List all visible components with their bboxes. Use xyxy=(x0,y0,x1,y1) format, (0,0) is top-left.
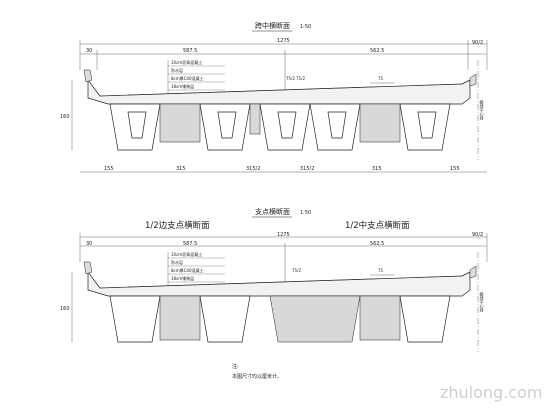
mid-bot-dim-3: 315/2 xyxy=(246,166,260,172)
mid-bot-dim-2: 315 xyxy=(176,166,186,172)
mid-layer-4: 18cm铺装层 xyxy=(171,83,194,89)
sup-layer-3: 8cm厚C40混凝土 xyxy=(171,267,204,273)
half-mid-support-title: 1/2中支点横断面 xyxy=(345,220,410,231)
mid-layer-notes: 10cm沥青混凝土 防水层 8cm厚C40混凝土 18cm铺装层 xyxy=(167,59,225,97)
sup-height-dim: 160 xyxy=(60,306,70,312)
mid-height-dim: 160 xyxy=(60,114,70,120)
half-edge-support-title: 1/2边支点横断面 xyxy=(145,220,210,231)
notes-label: 注: xyxy=(232,363,239,370)
mid-layer-2: 防水层 xyxy=(171,67,183,73)
mid-dim-left-edge: 30 xyxy=(86,48,92,54)
mid-inner-dim-2: 75/2 xyxy=(296,76,305,81)
mid-inner-dim-3: 75 xyxy=(378,76,384,81)
mid-span-section: 跨中横断面 1:50 1275 30 587.5 562.5 90/2 10cm… xyxy=(60,21,488,173)
mid-dim-right-edge: 90/2 xyxy=(472,40,483,46)
mid-bot-dim-4: 315/2 xyxy=(300,166,314,172)
mid-bot-dim-6: 155 xyxy=(450,166,460,172)
sup-centerline-label: 路线中心线 xyxy=(480,291,485,312)
sup-dim-total: 1275 xyxy=(277,232,290,238)
mid-dim-total: 1275 xyxy=(277,38,290,44)
mid-bot-dim-5: 315 xyxy=(372,166,382,172)
sup-dim-right-edge: 90/2 xyxy=(472,232,483,238)
support-layer-notes: 10cm沥青混凝土 防水层 8cm厚C40混凝土 18cm铺装层 xyxy=(167,251,225,292)
mid-dim-left-half: 587.5 xyxy=(183,48,197,54)
mid-section-scale: 1:50 xyxy=(300,24,311,30)
sup-layer-1: 10cm沥青混凝土 xyxy=(171,251,202,257)
notes-line-1: 本图尺寸均以厘米计。 xyxy=(232,373,282,380)
support-section: 支点横断面 1:50 1/2边支点横断面 1/2中支点横断面 1275 30 5… xyxy=(60,207,488,352)
mid-centerline-label: 路线中心线 xyxy=(480,99,485,120)
sup-dim-left-half: 587.5 xyxy=(183,241,197,247)
sup-dim-right-half: 562.5 xyxy=(370,241,384,247)
sup-inner-dim-1: 75/2 xyxy=(292,268,301,273)
sup-layer-2: 防水层 xyxy=(171,259,183,265)
sup-dim-left-edge: 30 xyxy=(86,241,92,247)
mid-dim-right-half: 562.5 xyxy=(370,48,384,54)
mid-layer-1: 10cm沥青混凝土 xyxy=(171,59,202,65)
mid-bot-dim-1: 155 xyxy=(104,166,114,172)
sup-layer-4: 18cm铺装层 xyxy=(171,275,194,281)
sup-inner-dim-2: 75 xyxy=(378,268,384,273)
mid-layer-3: 8cm厚C40混凝土 xyxy=(171,75,204,81)
watermark-text: zhulong.com xyxy=(440,383,542,402)
support-section-title: 支点横断面 xyxy=(255,207,290,216)
mid-inner-dim-1: 75/2 xyxy=(286,76,295,81)
support-section-scale: 1:50 xyxy=(300,210,311,216)
mid-section-title: 跨中横断面 xyxy=(255,21,290,30)
